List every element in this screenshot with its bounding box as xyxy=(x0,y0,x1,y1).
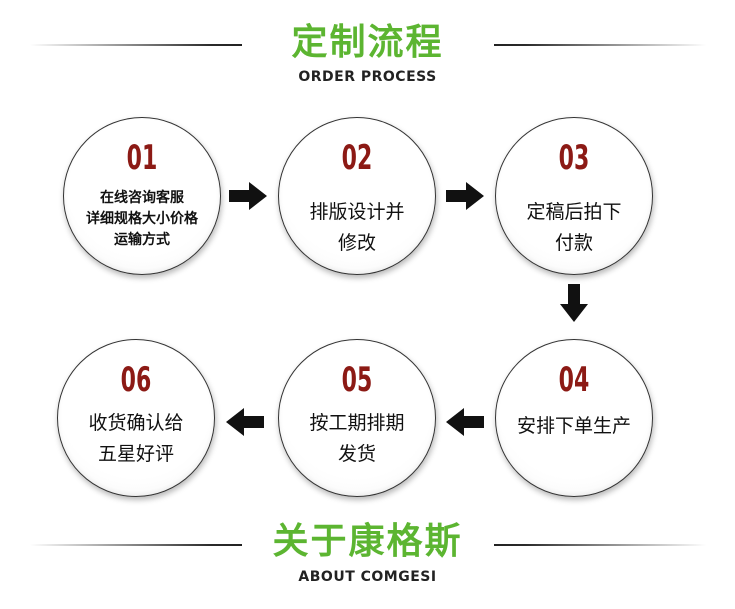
header-title-en: ORDER PROCESS xyxy=(298,69,437,85)
step-04-circle: 04 安排下单生产 xyxy=(495,339,653,497)
header-divider-right xyxy=(494,44,706,46)
step-01-circle: 01 在线咨询客服 详细规格大小价格 运输方式 xyxy=(63,117,221,275)
step-text-line: 排版设计并 xyxy=(309,201,405,223)
step-description: 收货确认给 五星好评 xyxy=(64,408,208,470)
step-text-line: 收货确认给 xyxy=(88,412,184,434)
step-text-line: 在线咨询客服 xyxy=(100,190,184,206)
step-text-line: 安排下单生产 xyxy=(516,415,631,437)
header-title-cn: 定制流程 xyxy=(291,21,444,63)
step-number: 02 xyxy=(341,138,373,178)
step-description: 安排下单生产 xyxy=(502,411,646,442)
step-number: 06 xyxy=(120,360,152,400)
arrow-right-icon xyxy=(446,182,484,210)
step-number: 01 xyxy=(126,138,158,178)
arrow-down-icon xyxy=(560,284,588,322)
step-description: 在线咨询客服 详细规格大小价格 运输方式 xyxy=(70,188,214,251)
step-text-line: 五星好评 xyxy=(97,443,174,465)
arrow-left-icon xyxy=(446,408,484,436)
step-03-circle: 03 定稿后拍下 付款 xyxy=(495,117,653,275)
step-number: 03 xyxy=(558,138,590,178)
step-description: 定稿后拍下 付款 xyxy=(502,197,646,259)
footer-divider-left xyxy=(30,544,242,546)
footer-title-en: ABOUT COMGESI xyxy=(298,569,437,585)
footer-divider-right xyxy=(494,544,706,546)
step-text-line: 定稿后拍下 xyxy=(526,201,622,223)
step-text-line: 运输方式 xyxy=(114,232,170,248)
step-description: 按工期排期 发货 xyxy=(285,408,429,470)
arrow-left-icon xyxy=(226,408,264,436)
step-06-circle: 06 收货确认给 五星好评 xyxy=(57,339,215,497)
header-divider-left xyxy=(30,44,242,46)
step-text-line: 修改 xyxy=(337,232,376,254)
step-description: 排版设计并 修改 xyxy=(285,197,429,259)
footer-title-cn: 关于康格斯 xyxy=(272,520,463,562)
step-05-circle: 05 按工期排期 发货 xyxy=(278,339,436,497)
step-number: 04 xyxy=(558,360,590,400)
arrow-right-icon xyxy=(229,182,267,210)
step-text-line: 付款 xyxy=(554,232,593,254)
step-text-line: 详细规格大小价格 xyxy=(86,211,198,227)
step-02-circle: 02 排版设计并 修改 xyxy=(278,117,436,275)
step-text-line: 发货 xyxy=(337,443,376,465)
step-number: 05 xyxy=(341,360,373,400)
step-text-line: 按工期排期 xyxy=(309,412,405,434)
